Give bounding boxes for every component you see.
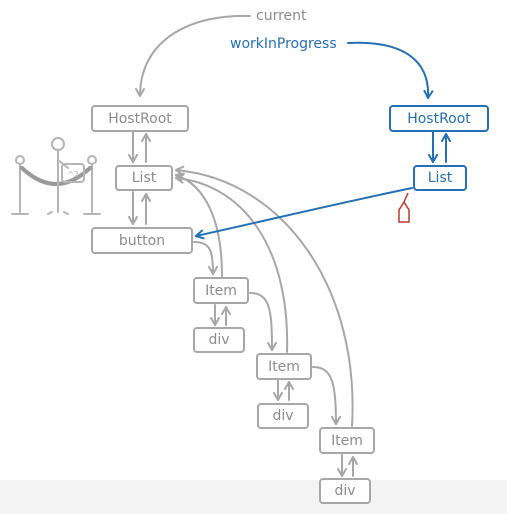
item-3-label: Item	[331, 433, 363, 449]
item-2-node: Item	[256, 353, 312, 380]
button-sibling-arrow	[193, 241, 218, 275]
div-3-node: div	[319, 478, 371, 504]
wip-list-label: List	[428, 170, 453, 186]
item1-sibling-arrow	[249, 292, 277, 351]
div-2-node: div	[257, 403, 309, 429]
item2-sibling-arrow	[312, 366, 341, 425]
button-node-label: button	[119, 233, 165, 249]
wip-hostroot-label: HostRoot	[407, 111, 471, 127]
div-2-label: div	[272, 408, 293, 424]
current-label: current	[256, 8, 307, 24]
stanchion-sign-glyph: ^2	[67, 170, 79, 179]
item-1-node: Item	[193, 277, 249, 304]
item-2-label: Item	[268, 359, 300, 375]
item2-return-arrow	[175, 173, 289, 353]
div-3-label: div	[334, 483, 355, 499]
current-list-node: List	[115, 165, 173, 191]
div-1-node: div	[193, 327, 245, 353]
current-pointer-arrow	[135, 14, 251, 97]
wip-pointer-arrow	[347, 41, 434, 99]
bottom-shade	[0, 480, 507, 514]
item-3-node: Item	[319, 427, 375, 454]
div-1-label: div	[208, 332, 229, 348]
work-in-progress-label: workInProgress	[230, 36, 337, 52]
button-node: button	[91, 227, 193, 254]
current-list-label: List	[132, 170, 157, 186]
stanchion-rope-icon	[11, 137, 101, 215]
item-1-label: Item	[205, 283, 237, 299]
wip-list-to-button-arrow	[195, 187, 413, 240]
tag-string	[403, 192, 409, 203]
wip-hostroot-node: HostRoot	[389, 105, 489, 132]
item3-return-arrow	[175, 165, 354, 427]
current-hostroot-label: HostRoot	[108, 111, 172, 127]
wip-list-node: List	[413, 165, 467, 191]
tag-icon	[398, 200, 410, 223]
current-hostroot-node: HostRoot	[91, 105, 189, 132]
